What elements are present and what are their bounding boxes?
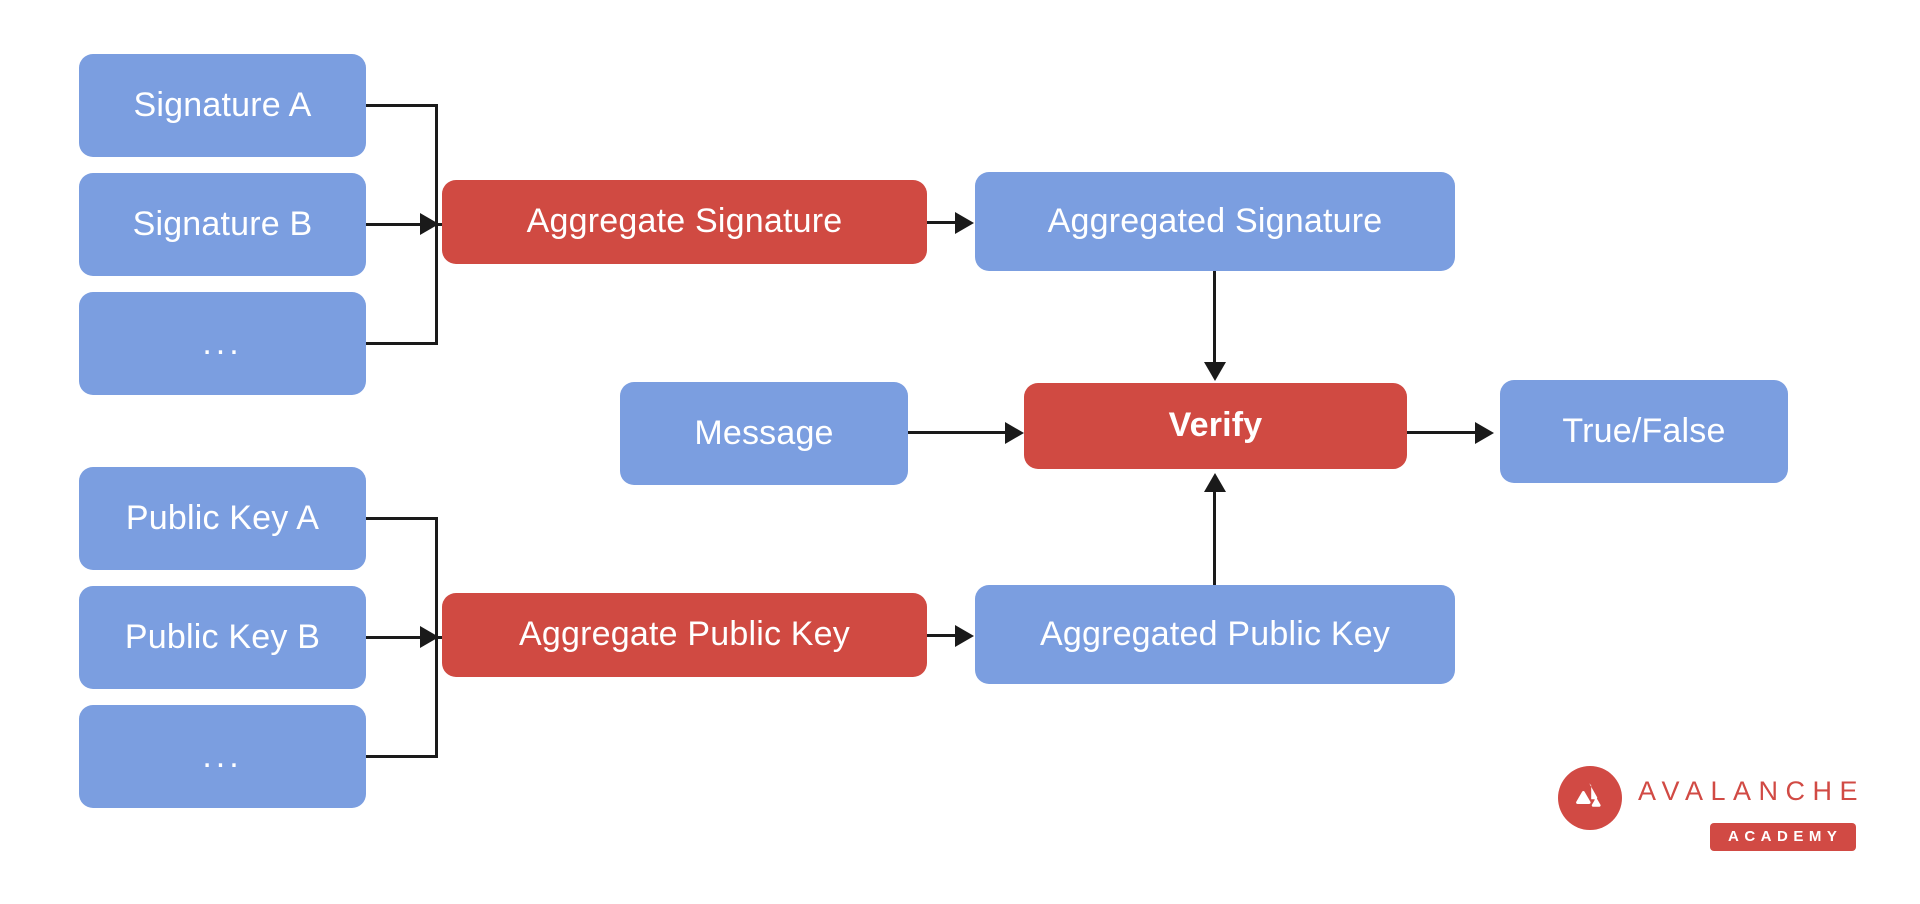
node-signature-b: Signature B: [79, 173, 366, 276]
arrowhead-to-true-false: [1475, 422, 1494, 444]
node-label: Aggregated Public Key: [1039, 614, 1391, 653]
edge-aggregate-to-aggregated-public-key: [927, 634, 957, 637]
node-label: Message: [694, 413, 834, 452]
node-message: Message: [620, 382, 908, 485]
node-public-key-more: ...: [79, 705, 366, 808]
edge-message-to-verify: [908, 431, 1008, 434]
arrowhead-verify-left: [1005, 422, 1024, 444]
arrowhead-to-aggregate-public-key: [420, 626, 439, 648]
node-label: Signature B: [132, 204, 313, 243]
edge-signature-a-stub: [366, 104, 438, 107]
node-aggregated-signature: Aggregated Signature: [975, 172, 1455, 271]
edge-aggregated-public-key-to-verify: [1213, 488, 1216, 585]
node-signature-more: ...: [79, 292, 366, 395]
edge-signature-more-stub: [366, 342, 438, 345]
node-aggregate-public-key: Aggregate Public Key: [442, 593, 927, 677]
edge-public-key-b-stub: [366, 636, 442, 639]
node-label: ...: [202, 736, 243, 775]
avalanche-mark-icon: [1558, 766, 1622, 830]
arrowhead-verify-bottom: [1204, 473, 1226, 492]
edge-signature-b-stub: [366, 223, 442, 226]
avalanche-academy-logo: AVALANCHE ACADEMY: [1558, 766, 1878, 866]
arrowhead-to-aggregate-signature: [420, 213, 439, 235]
edge-verify-to-true-false: [1407, 431, 1477, 434]
edge-aggregate-to-aggregated-signature: [927, 221, 957, 224]
arrowhead-to-aggregated-signature: [955, 212, 974, 234]
node-label: Public Key A: [125, 498, 320, 537]
arrowhead-to-aggregated-public-key: [955, 625, 974, 647]
node-label: Verify: [1168, 406, 1263, 445]
node-label: Signature A: [133, 85, 312, 124]
edge-public-key-more-stub: [366, 755, 438, 758]
logo-academy-badge: ACADEMY: [1710, 823, 1857, 851]
node-public-key-b: Public Key B: [79, 586, 366, 689]
node-aggregated-public-key: Aggregated Public Key: [975, 585, 1455, 684]
node-true-false: True/False: [1500, 380, 1788, 483]
node-signature-a: Signature A: [79, 54, 366, 157]
node-label: Aggregate Public Key: [519, 615, 850, 654]
node-verify: Verify: [1024, 383, 1407, 469]
edge-aggregated-signature-to-verify: [1213, 271, 1216, 366]
node-label: Public Key B: [124, 617, 321, 656]
node-label: Aggregated Signature: [1047, 201, 1383, 240]
node-label: ...: [202, 323, 243, 362]
logo-wordmark: AVALANCHE: [1638, 776, 1866, 806]
node-aggregate-signature: Aggregate Signature: [442, 180, 927, 264]
node-label: True/False: [1562, 411, 1726, 450]
arrowhead-verify-top: [1204, 362, 1226, 381]
node-public-key-a: Public Key A: [79, 467, 366, 570]
node-label: Aggregate Signature: [526, 202, 843, 241]
edge-public-key-a-stub: [366, 517, 438, 520]
